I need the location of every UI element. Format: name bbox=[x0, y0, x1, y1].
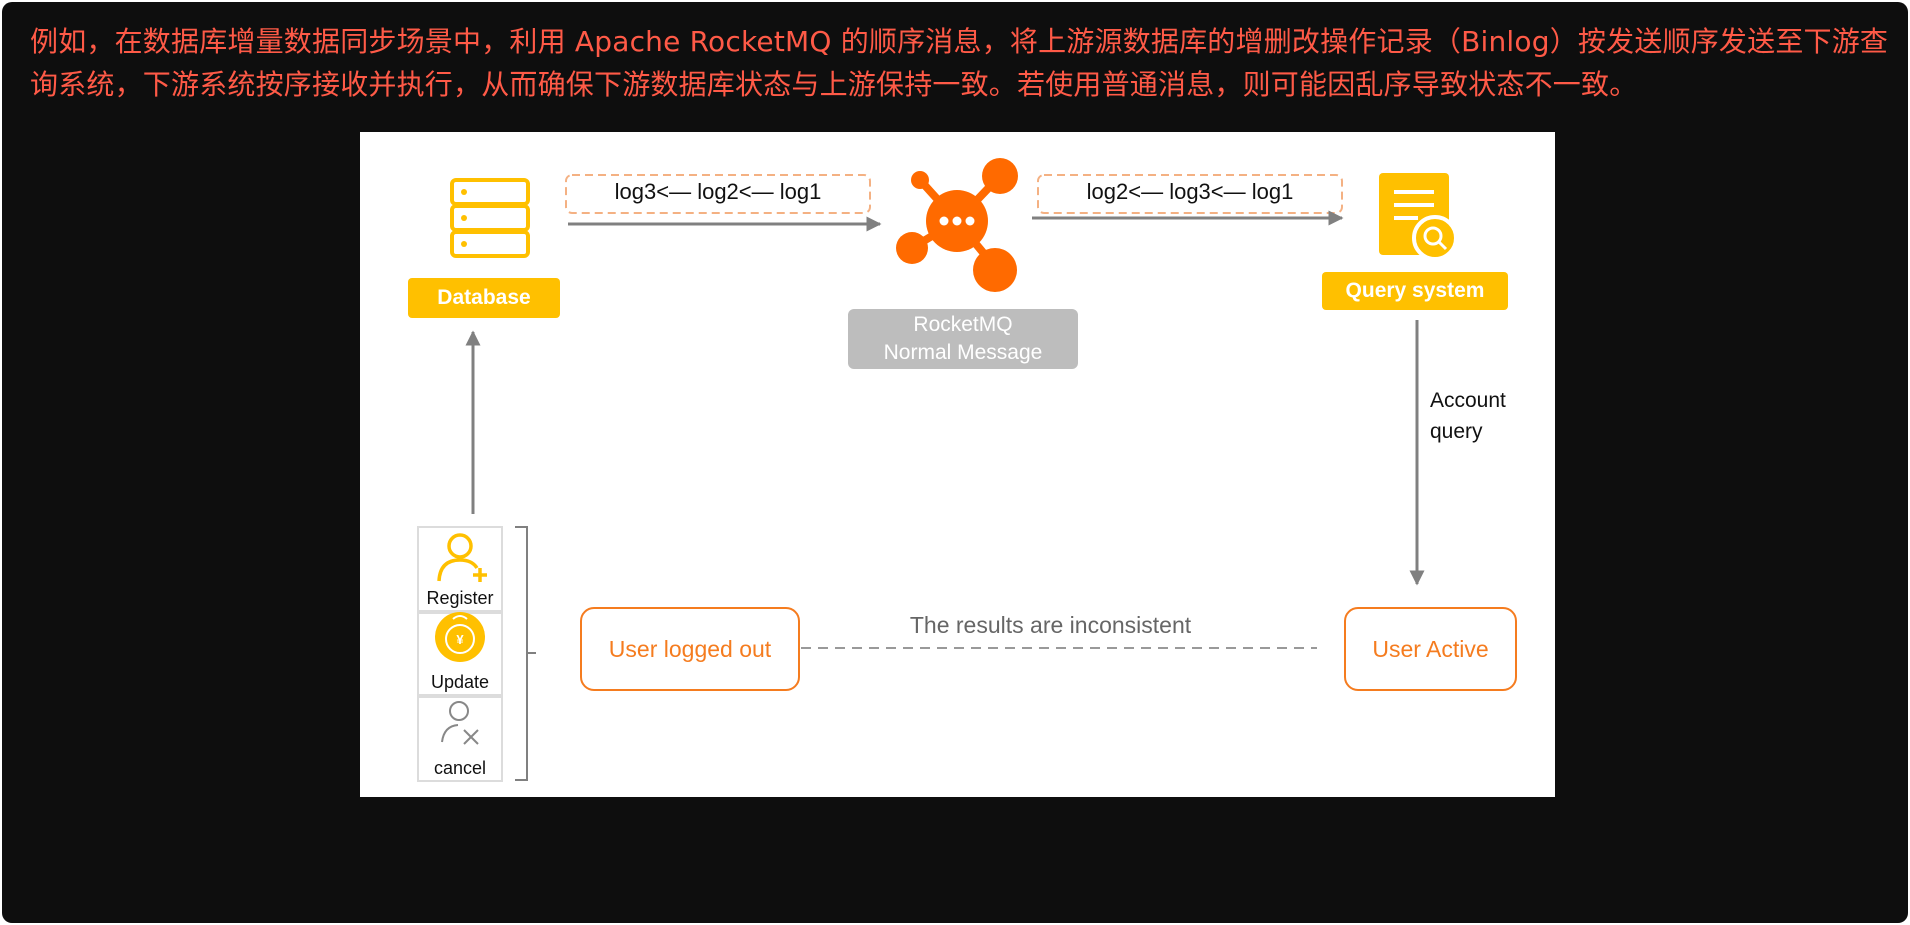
account-query-label: Account query bbox=[1430, 385, 1506, 447]
account-query-line2: query bbox=[1430, 420, 1483, 443]
operation-cancel-label: cancel bbox=[433, 758, 487, 778]
sync-diagram: ¥ log3<— log2<— log1 log2<— log3<— log1 … bbox=[360, 132, 1555, 797]
query-system-tag: Query system bbox=[1322, 272, 1508, 310]
state-user-logged-out: User logged out bbox=[580, 607, 800, 691]
operation-register-label: Register bbox=[426, 588, 494, 608]
receive-order-label: log2<— log3<— log1 bbox=[1086, 179, 1294, 204]
receive-order-box bbox=[1037, 174, 1343, 214]
send-order-label: log3<— log2<— log1 bbox=[614, 179, 822, 204]
intro-text: 例如，在数据库增量数据同步场景中，利用 Apache RocketMQ 的顺序消… bbox=[30, 25, 1889, 101]
diagram-graphics: ¥ bbox=[435, 158, 1458, 781]
rocketmq-broker-icon bbox=[896, 158, 1018, 292]
account-query-line1: Account bbox=[1430, 389, 1506, 412]
broker-label-line2: Normal Message bbox=[883, 341, 1043, 364]
broker-label-line1: RocketMQ bbox=[913, 313, 1013, 336]
send-order-box bbox=[565, 174, 871, 214]
state-user-active: User Active bbox=[1344, 607, 1517, 691]
broker-tag: RocketMQ Normal Message bbox=[848, 309, 1078, 369]
operations-bracket bbox=[515, 526, 536, 781]
inconsistency-note: The results are inconsistent bbox=[909, 612, 1192, 638]
operation-update: Update bbox=[417, 612, 503, 696]
database-icon bbox=[450, 178, 530, 258]
operation-cancel: cancel bbox=[417, 696, 503, 782]
operation-register: Register bbox=[417, 526, 503, 612]
database-tag: Database bbox=[408, 278, 560, 318]
document-search-icon bbox=[1379, 173, 1458, 261]
operation-update-label: Update bbox=[430, 672, 490, 692]
